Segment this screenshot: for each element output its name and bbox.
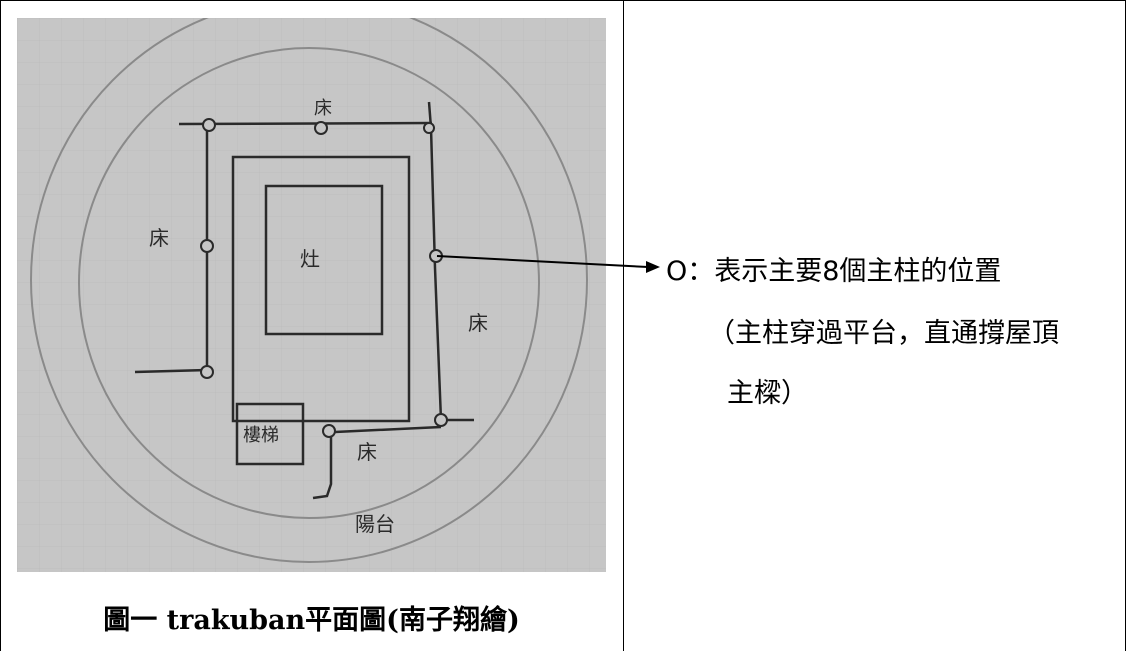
cell-divider	[623, 0, 624, 651]
pillar-marker	[434, 413, 448, 427]
pillar-marker	[423, 122, 435, 134]
stove-outer-square	[231, 155, 411, 423]
floor-plan-photo: 床 床 灶 床 樓梯 床 陽台	[17, 18, 606, 572]
top-platform-line	[178, 121, 433, 126]
pillar-marker	[200, 365, 214, 379]
label-stove: 灶	[300, 247, 320, 271]
stairs-box	[235, 402, 305, 466]
legend-line-1: O：表示主要8個主柱的位置	[666, 256, 1002, 287]
figure-caption: 圖一 trakuban平面圖(南子翔繪)	[103, 605, 520, 636]
label-stairs: 樓梯	[243, 425, 279, 446]
outer-circle	[30, 18, 588, 563]
pillar-marker	[322, 424, 336, 438]
label-balcony: 陽台	[355, 512, 395, 536]
pillar-marker	[200, 239, 214, 253]
pillar-marker	[202, 118, 216, 132]
inner-circle	[78, 47, 540, 519]
label-bed-bottom: 床	[357, 440, 377, 464]
label-bed-top: 床	[314, 98, 332, 119]
legend-line-3: 主樑）	[727, 378, 808, 409]
floor-plan-sketch: 床 床 灶 床 樓梯 床 陽台	[17, 18, 606, 572]
pillar-marker	[314, 121, 328, 135]
right-platform-line	[427, 101, 474, 422]
stove-inner-square	[264, 184, 384, 336]
legend-line-2: （主柱穿過平台，直通撐屋頂	[708, 318, 1059, 349]
label-bed-right: 床	[468, 311, 488, 335]
label-bed-left: 床	[149, 226, 169, 250]
